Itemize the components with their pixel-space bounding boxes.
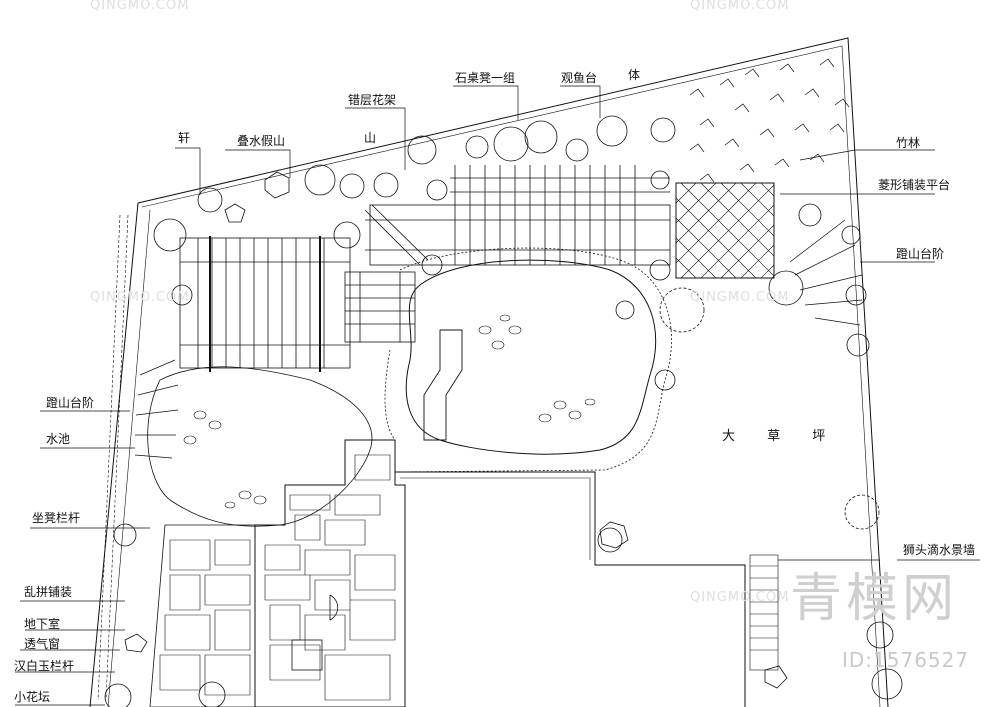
label-diamond-platform: 菱形铺装平台: [878, 178, 951, 192]
label-pavilion: 轩: [178, 131, 191, 145]
diamond-paving-platform: [675, 182, 775, 279]
watermark-small: QINGMO.COM: [90, 290, 190, 305]
label-vent-window: 透气窗: [24, 637, 61, 651]
label-bamboo: 竹林: [896, 136, 921, 150]
rockery: [124, 171, 788, 689]
bench-rail: [97, 214, 129, 701]
label-marble-railing: 汉白玉栏杆: [14, 659, 75, 673]
label-pond: 水池: [46, 432, 71, 446]
pergola-top: [365, 165, 671, 266]
label-lawn: 大 草 坪: [722, 429, 840, 444]
label-cascade-rockery: 叠水假山: [237, 134, 286, 148]
label-pergola: 错层花架: [348, 93, 397, 107]
label-fish-platform: 观鱼台: [561, 71, 598, 85]
watermark-logo: 青模网: [790, 569, 959, 629]
label-basement: 地下室: [24, 617, 61, 631]
stone-steps-left: [134, 219, 863, 459]
label-steps-right: 蹬山台阶: [896, 247, 945, 261]
watermark-small: QINGMO.COM: [690, 590, 790, 605]
leader-lines: [15, 85, 980, 706]
label-steps-left: 蹬山台阶: [46, 396, 95, 410]
label-bench-rail: 坐凳栏杆: [32, 511, 81, 525]
bamboo-grove: [689, 58, 850, 183]
left-boundary: [89, 202, 139, 707]
watermark-small: QINGMO.COM: [90, 0, 190, 13]
label-lion-wall: 狮头滴水景墙: [903, 543, 976, 557]
pond-main: [405, 259, 657, 455]
pond-lilies: [183, 314, 596, 509]
watermark-small: QINGMO.COM: [690, 0, 790, 13]
pond-left: [147, 366, 373, 527]
stair-right: [749, 554, 779, 671]
label-crazy-paving: 乱拼铺装: [24, 585, 73, 599]
watermark-id: ID:1576527: [842, 648, 970, 672]
watermark-small: QINGMO.COM: [690, 290, 790, 305]
pergola-left: [179, 236, 351, 372]
zigzag-bridge: [423, 329, 463, 441]
label-mountain: 山: [364, 131, 377, 145]
site-boundary-inner: [141, 45, 881, 707]
basement-vent: [291, 639, 323, 671]
crazy-paving: [149, 439, 406, 707]
label-flower-bed: 小花坛: [14, 690, 51, 704]
pergola-middle: [344, 204, 429, 343]
pond-gravel-edge: [384, 247, 672, 473]
site-boundary: [137, 37, 889, 707]
trees: [104, 115, 903, 707]
label-body: 体: [628, 68, 641, 82]
building-outline: [395, 471, 746, 707]
label-stone-table: 石桌凳一组: [455, 71, 516, 85]
